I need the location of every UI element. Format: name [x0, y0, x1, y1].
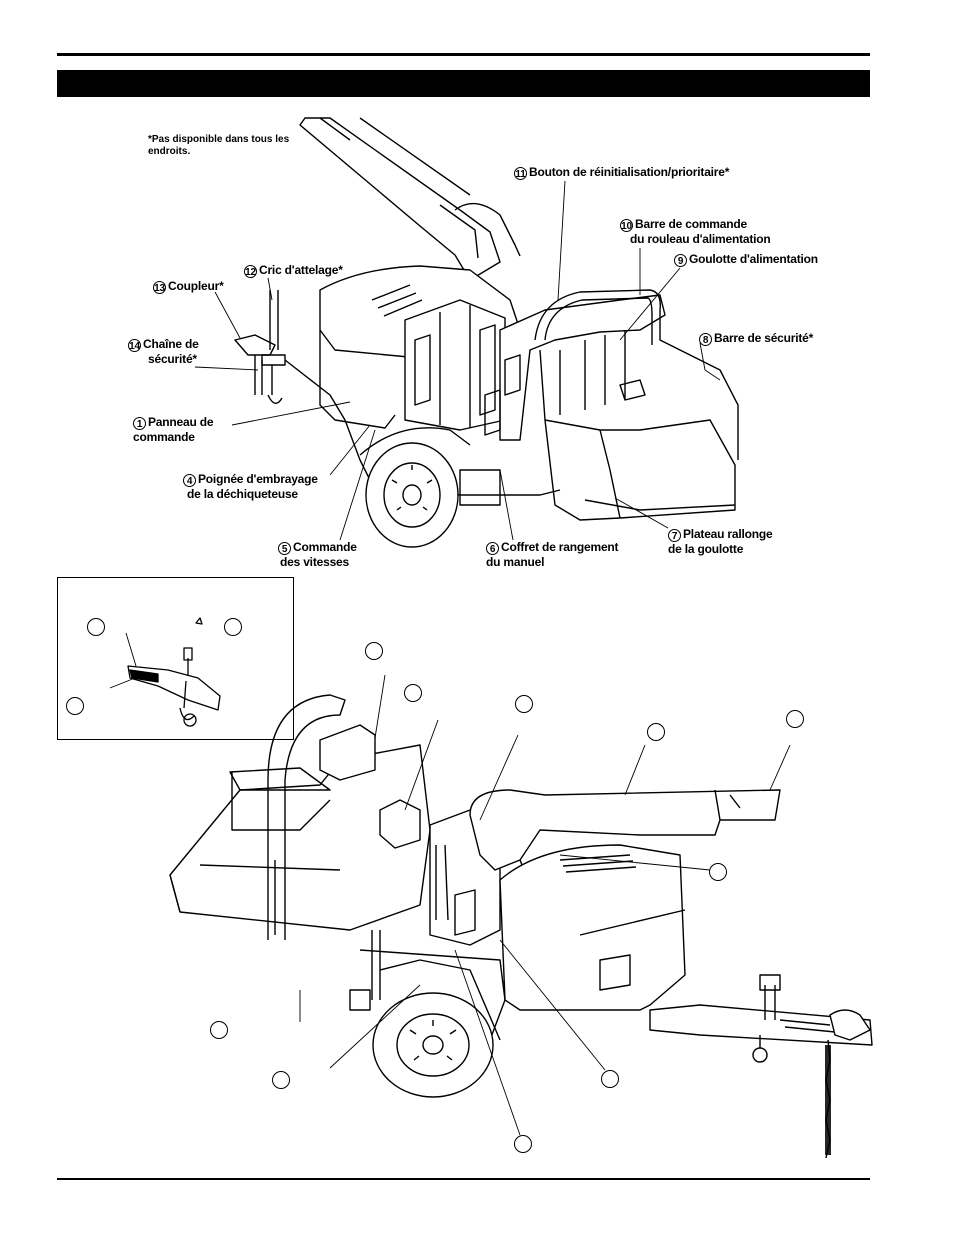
callout-8 — [272, 1071, 290, 1089]
hitch-detail-inset — [57, 577, 294, 740]
label-number: 13 — [153, 281, 166, 294]
label-number: 14 — [128, 339, 141, 352]
callout-6 — [709, 863, 727, 881]
label-number: 10 — [620, 219, 633, 232]
callout-9 — [601, 1070, 619, 1088]
availability-note: *Pas disponible dans tous les endroits. — [148, 134, 290, 157]
label-number: 11 — [514, 167, 527, 180]
chipper-top-illustration — [194, 117, 739, 548]
label-number: 6 — [486, 542, 499, 555]
label-number: 7 — [668, 529, 681, 542]
hitch-detail-illustration — [109, 617, 221, 727]
inset-callout-c — [66, 697, 84, 715]
callout-4 — [647, 723, 665, 741]
callout-1 — [365, 642, 383, 660]
callout-10 — [514, 1135, 532, 1153]
callout-2 — [404, 684, 422, 702]
label-number: 5 — [278, 542, 291, 555]
callout-5 — [786, 710, 804, 728]
label-number: 4 — [183, 474, 196, 487]
label-number: 1 — [133, 417, 146, 430]
label-number: 12 — [244, 265, 257, 278]
callout-7 — [210, 1021, 228, 1039]
top-rule — [57, 53, 870, 56]
bottom-rule — [57, 1178, 870, 1180]
section-title-bar — [57, 70, 870, 97]
callout-3 — [515, 695, 533, 713]
inset-callout-a — [87, 618, 105, 636]
label-number: 9 — [674, 254, 687, 267]
label-number: 8 — [699, 333, 712, 346]
inset-callout-b — [224, 618, 242, 636]
